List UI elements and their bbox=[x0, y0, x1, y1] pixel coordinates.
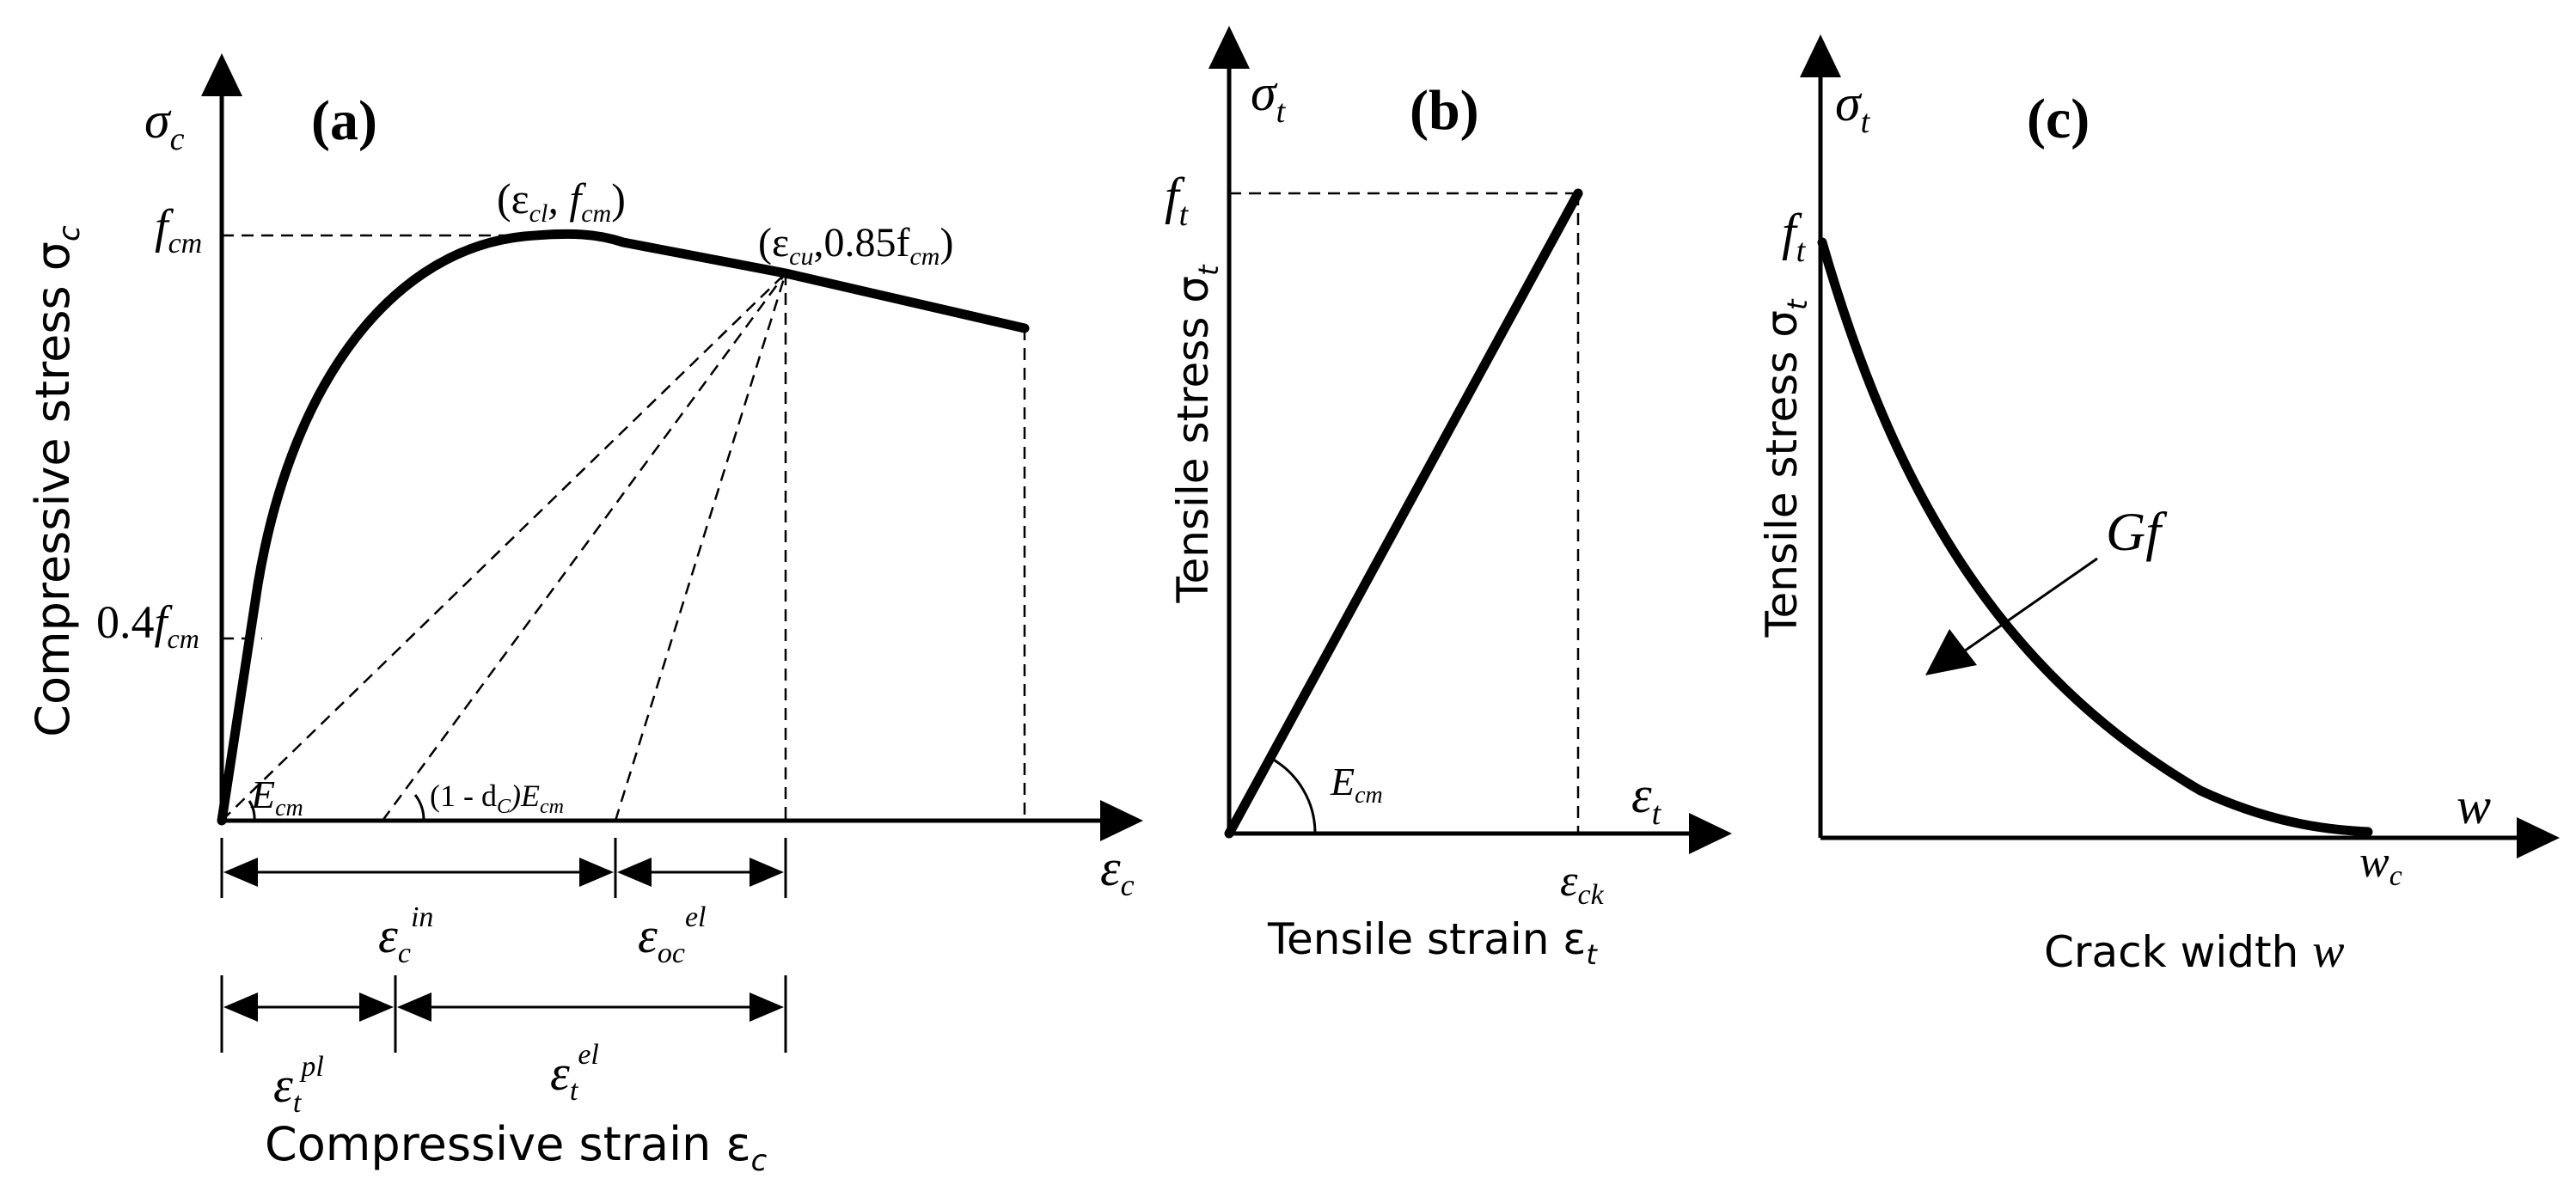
panel-c-x-symbol: w bbox=[2457, 778, 2491, 834]
panel-a-eps-pl-arrow-left bbox=[223, 992, 258, 1022]
panel-a-unload-line-2 bbox=[221, 272, 786, 821]
panel-b-y-axis-title: Tensile stress σt bbox=[1168, 264, 1225, 604]
panel-a-damaged-modulus-label: (1 - dC)Ecm bbox=[430, 779, 564, 818]
panel-a-y-symbol: σc bbox=[144, 92, 185, 157]
panel-a-stress-strain-curve bbox=[217, 229, 1030, 826]
panel-c: (c) σt ft Tensile stress σt Gf w wc Crac… bbox=[1757, 34, 2560, 978]
panel-a-tag: (a) bbox=[311, 89, 377, 152]
panel-a-eps-el-arrow-right bbox=[750, 992, 784, 1022]
panel-c-gf-pointer-line bbox=[1961, 557, 2098, 655]
panel-c-ft-label: ft bbox=[1782, 204, 1807, 269]
panel-c-y-axis-arrowhead bbox=[1800, 34, 1841, 77]
panel-a-eps-el-label: εtel bbox=[550, 1039, 599, 1107]
panel-c-wc-label: wc bbox=[2359, 838, 2402, 892]
panel-a-eps-pl-label: εtpl bbox=[273, 1051, 324, 1119]
panel-a-eps-in-arrow-left bbox=[223, 858, 258, 887]
panel-c-gf-label: Gf bbox=[2106, 501, 2168, 562]
panel-a-eps-pl-arrow-right bbox=[359, 992, 394, 1022]
panel-a-y-axis-arrowhead bbox=[201, 53, 242, 96]
panel-b-y-symbol: σt bbox=[1251, 64, 1287, 130]
panel-a-04fcm-label: 0.4fcm bbox=[96, 596, 199, 654]
panel-b-x-axis-arrowhead bbox=[1689, 813, 1732, 854]
panel-a-eps-oc-label: εocel bbox=[638, 901, 707, 969]
panel-a-fcm-label: fcm bbox=[155, 200, 202, 260]
panel-a-eps-el-arrow-left bbox=[397, 992, 431, 1022]
panel-a-ultimate-label: (εcu,0.85fcm) bbox=[758, 220, 953, 271]
panel-c-y-axis-title: Tensile stress σt bbox=[1757, 298, 1814, 638]
panel-b-y-axis-arrowhead bbox=[1208, 26, 1250, 69]
panel-a-eps-in-label: εcin bbox=[378, 901, 433, 969]
panel-c-x-axis-title: Crack width w bbox=[2044, 925, 2345, 978]
panel-c-y-symbol: σt bbox=[1835, 75, 1871, 140]
panel-b-ft-label: ft bbox=[1165, 168, 1190, 233]
panel-a-x-axis-arrowhead bbox=[1100, 800, 1143, 841]
panel-a-eps-oc-arrow-left bbox=[617, 858, 652, 887]
panel-c-x-axis-arrowhead bbox=[2517, 817, 2560, 858]
panel-a-x-symbol: εc bbox=[1100, 840, 1135, 902]
panel-b-ecm-angle-arc bbox=[1270, 756, 1317, 834]
panel-a-damaged-angle-arc bbox=[413, 794, 425, 821]
panel-b-linear-branch bbox=[1224, 188, 1583, 839]
panel-c-softening-curve bbox=[1817, 237, 2373, 837]
panel-a-y-axis-title: Compressive stress σc bbox=[26, 225, 87, 737]
panel-b-eck-label: εck bbox=[1560, 857, 1605, 911]
panel-b-x-symbol: εt bbox=[1631, 767, 1662, 832]
panel-c-tag: (c) bbox=[2027, 88, 2090, 150]
panel-a-eps-in-arrow-right bbox=[579, 858, 614, 887]
panel-c-gf-pointer-arrowhead bbox=[1925, 629, 1977, 675]
panel-a: (a) σc Compressive stress σc fcm 0.4fcm … bbox=[26, 53, 1143, 1178]
panel-a-ecm-label: Ecm bbox=[250, 773, 303, 821]
panel-a-x-axis-title: Compressive strain εc bbox=[265, 1117, 768, 1178]
panel-a-ecm-angle-arc bbox=[248, 800, 256, 821]
panel-a-eps-oc-arrow-right bbox=[750, 858, 784, 887]
panel-a-peak-label: (εcl, fcm) bbox=[497, 174, 626, 228]
panel-a-unload-line-1 bbox=[381, 272, 787, 821]
panel-a-unload-line-3 bbox=[614, 272, 787, 821]
panel-b: (b) σt ft Tensile stress σt Ecm εt εck T… bbox=[1165, 26, 1732, 971]
panel-b-tag: (b) bbox=[1410, 79, 1479, 142]
panel-b-x-axis-title: Tensile strain εt bbox=[1267, 914, 1598, 971]
panel-b-ecm-label: Ecm bbox=[1330, 760, 1383, 809]
